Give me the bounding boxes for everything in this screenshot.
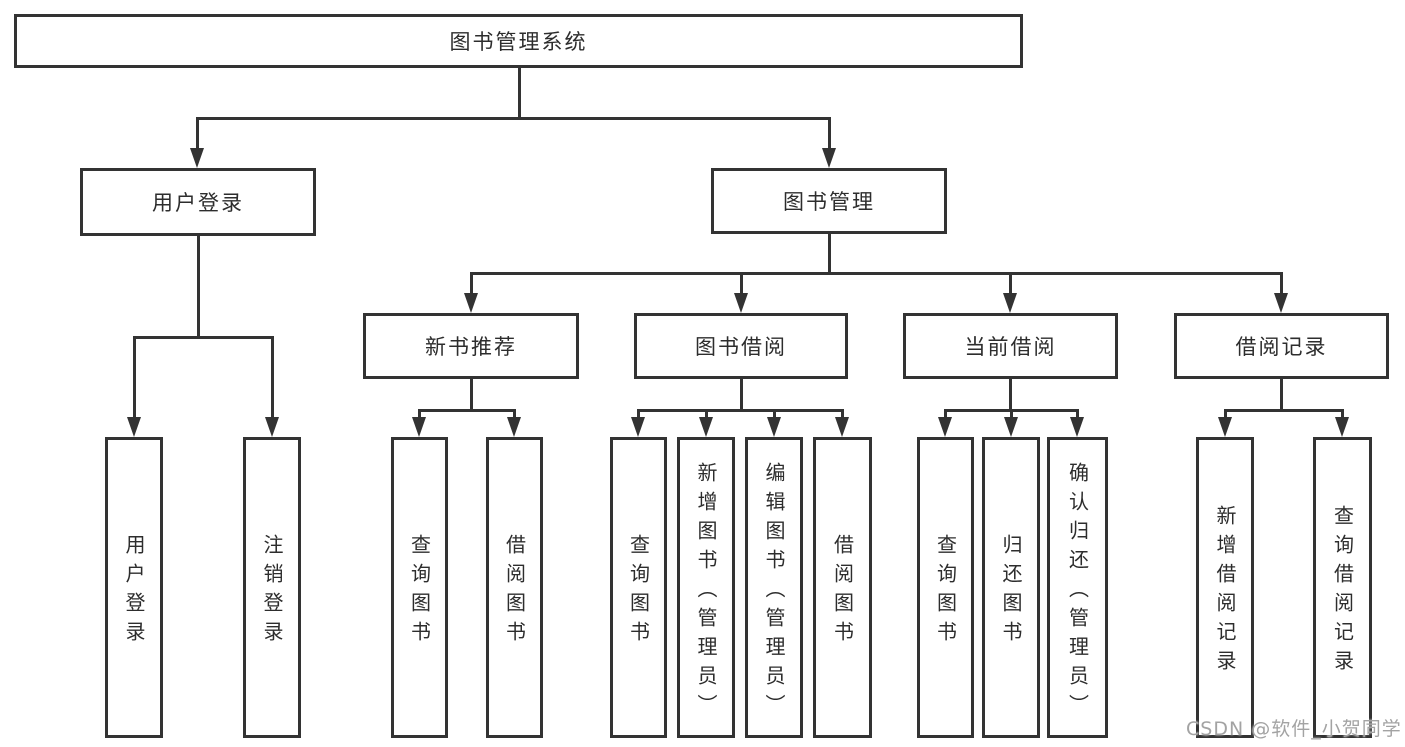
leaf-cb-query-books-label: 查询图书	[933, 534, 958, 650]
leaf-br-add-record: 新增借阅记录	[1196, 437, 1254, 738]
connector-line	[1010, 409, 1013, 421]
connector-line	[705, 409, 708, 421]
arrow-down-icon	[1335, 417, 1349, 437]
arrow-down-icon	[464, 293, 478, 313]
leaf-bb-edit-books-admin-label: 编辑图书（管理员）	[762, 461, 786, 723]
connector-line	[197, 236, 200, 336]
connector-line	[418, 409, 516, 412]
arrow-down-icon	[265, 417, 279, 437]
node-book-borrow-label: 图书借阅	[695, 335, 787, 359]
node-book-borrow: 图书借阅	[634, 313, 848, 379]
connector-line	[418, 409, 421, 421]
connector-line	[828, 234, 831, 274]
connector-line	[196, 117, 831, 120]
arrow-down-icon	[1070, 417, 1084, 437]
connector-line	[1224, 409, 1227, 421]
leaf-br-add-record-label: 新增借阅记录	[1213, 505, 1237, 679]
arrow-down-icon	[835, 417, 849, 437]
connector-line	[513, 409, 516, 421]
leaf-bb-add-books-admin-label: 新增图书（管理员）	[694, 461, 718, 723]
connector-line	[1009, 272, 1012, 296]
arrow-down-icon	[1004, 417, 1018, 437]
node-book-management: 图书管理	[711, 168, 947, 234]
arrow-down-icon	[127, 417, 141, 437]
connector-line	[470, 379, 473, 412]
leaf-bb-borrow-books-label: 借阅图书	[830, 534, 855, 650]
arrow-down-icon	[734, 293, 748, 313]
node-borrow-records: 借阅记录	[1174, 313, 1389, 379]
node-book-management-label: 图书管理	[783, 190, 875, 214]
leaf-user-login-label: 用户登录	[122, 534, 146, 650]
connector-line	[133, 336, 274, 339]
arrow-down-icon	[507, 417, 521, 437]
node-current-borrow-label: 当前借阅	[964, 335, 1057, 359]
arrow-down-icon	[1274, 293, 1288, 313]
leaf-bb-add-books-admin: 新增图书（管理员）	[677, 437, 735, 738]
leaf-user-login: 用户登录	[105, 437, 163, 738]
node-current-borrow: 当前借阅	[903, 313, 1118, 379]
leaf-cb-return-books: 归还图书	[982, 437, 1040, 738]
connector-line	[1009, 379, 1012, 412]
connector-line	[773, 409, 776, 421]
connector-line	[828, 117, 831, 151]
arrow-down-icon	[938, 417, 952, 437]
leaf-bb-edit-books-admin: 编辑图书（管理员）	[745, 437, 803, 738]
connector-line	[1280, 272, 1283, 296]
leaf-rec-borrow-books-label: 借阅图书	[502, 534, 527, 650]
leaf-cb-return-books-label: 归还图书	[999, 534, 1023, 650]
connector-line	[271, 336, 274, 419]
leaf-logout: 注销登录	[243, 437, 301, 738]
arrow-down-icon	[190, 148, 204, 168]
arrow-down-icon	[1218, 417, 1232, 437]
node-new-book-recommend: 新书推荐	[363, 313, 579, 379]
arrow-down-icon	[822, 148, 836, 168]
connector-line	[944, 409, 947, 421]
leaf-br-query-record-label: 查询借阅记录	[1330, 505, 1355, 679]
leaf-rec-borrow-books: 借阅图书	[486, 437, 543, 738]
connector-line	[518, 68, 521, 120]
leaf-cb-confirm-return-admin: 确认归还（管理员）	[1047, 437, 1108, 738]
leaf-bb-query-books: 查询图书	[610, 437, 667, 738]
connector-line	[637, 409, 844, 412]
connector-line	[470, 272, 473, 296]
arrow-down-icon	[1003, 293, 1017, 313]
leaf-bb-borrow-books: 借阅图书	[813, 437, 872, 738]
connector-line	[1280, 379, 1283, 412]
node-user-login: 用户登录	[80, 168, 316, 236]
leaf-br-query-record: 查询借阅记录	[1313, 437, 1372, 738]
leaf-rec-query-books-label: 查询图书	[407, 534, 432, 650]
arrow-down-icon	[699, 417, 713, 437]
leaf-rec-query-books: 查询图书	[391, 437, 448, 738]
connector-line	[470, 272, 1283, 275]
connector-line	[1224, 409, 1344, 412]
leaf-cb-query-books: 查询图书	[917, 437, 974, 738]
node-root: 图书管理系统	[14, 14, 1023, 68]
leaf-bb-query-books-label: 查询图书	[626, 534, 651, 650]
csdn-watermark: CSDN @软件_小贺同学	[1186, 718, 1402, 740]
arrow-down-icon	[631, 417, 645, 437]
node-root-label: 图书管理系统	[449, 30, 588, 54]
connector-line	[1076, 409, 1079, 421]
connector-line	[133, 336, 136, 419]
arrow-down-icon	[412, 417, 426, 437]
connector-line	[740, 379, 743, 412]
connector-line	[841, 409, 844, 421]
node-user-login-label: 用户登录	[152, 191, 244, 215]
connector-line	[637, 409, 640, 421]
arrow-down-icon	[767, 417, 781, 437]
leaf-cb-confirm-return-admin-label: 确认归还（管理员）	[1065, 461, 1090, 723]
leaf-logout-label: 注销登录	[260, 534, 284, 650]
connector-line	[740, 272, 743, 296]
node-borrow-records-label: 借阅记录	[1235, 335, 1328, 359]
node-new-book-recommend-label: 新书推荐	[425, 335, 517, 359]
connector-line	[196, 117, 199, 151]
connector-line	[1341, 409, 1344, 421]
